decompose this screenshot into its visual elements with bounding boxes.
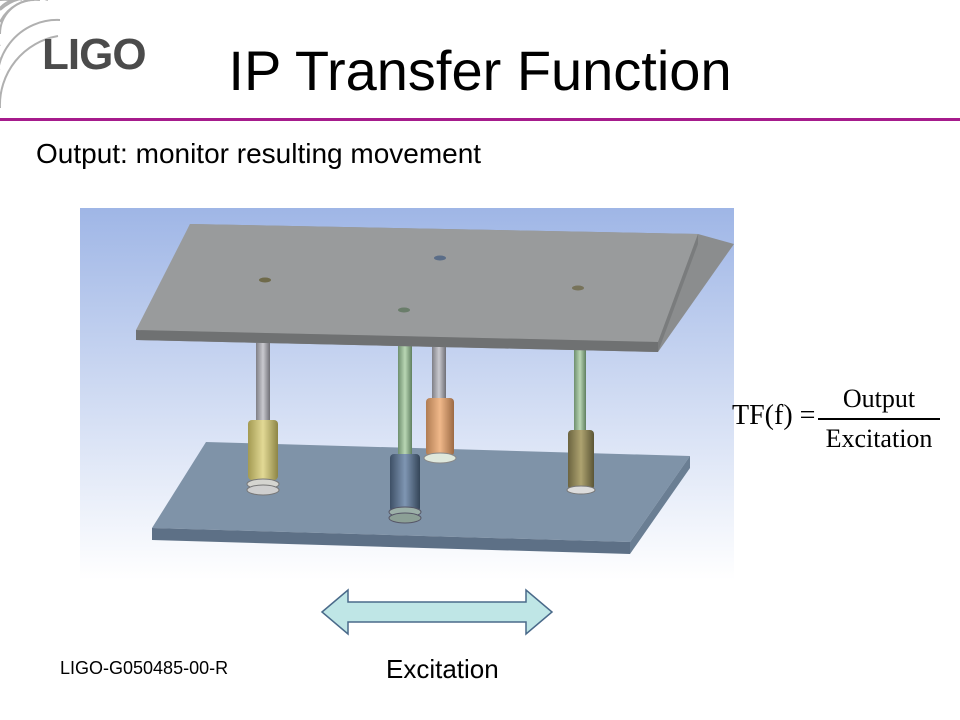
- ligo-logo-arcs-icon: [0, 0, 60, 108]
- formula-denominator: Excitation: [825, 424, 933, 453]
- document-id: LIGO-G050485-00-R: [60, 658, 229, 678]
- excitation-label: Excitation: [386, 654, 499, 684]
- formula-numerator: Output: [842, 384, 916, 413]
- title-divider: [0, 118, 960, 121]
- slide-subtitle: Output: monitor resulting movement: [36, 138, 482, 169]
- ligo-logo: LIGO: [42, 30, 147, 79]
- formula-lhs: TF(f) =: [732, 400, 816, 431]
- transfer-function-formula: TF(f) = Output Excitation: [732, 380, 947, 460]
- formula-fraction: Output Excitation: [818, 384, 940, 454]
- fraction-bar: [818, 418, 940, 420]
- ip-3d-model-render: [80, 208, 734, 580]
- double-headed-arrow-icon: [320, 588, 554, 636]
- slide-title: IP Transfer Function: [228, 39, 732, 102]
